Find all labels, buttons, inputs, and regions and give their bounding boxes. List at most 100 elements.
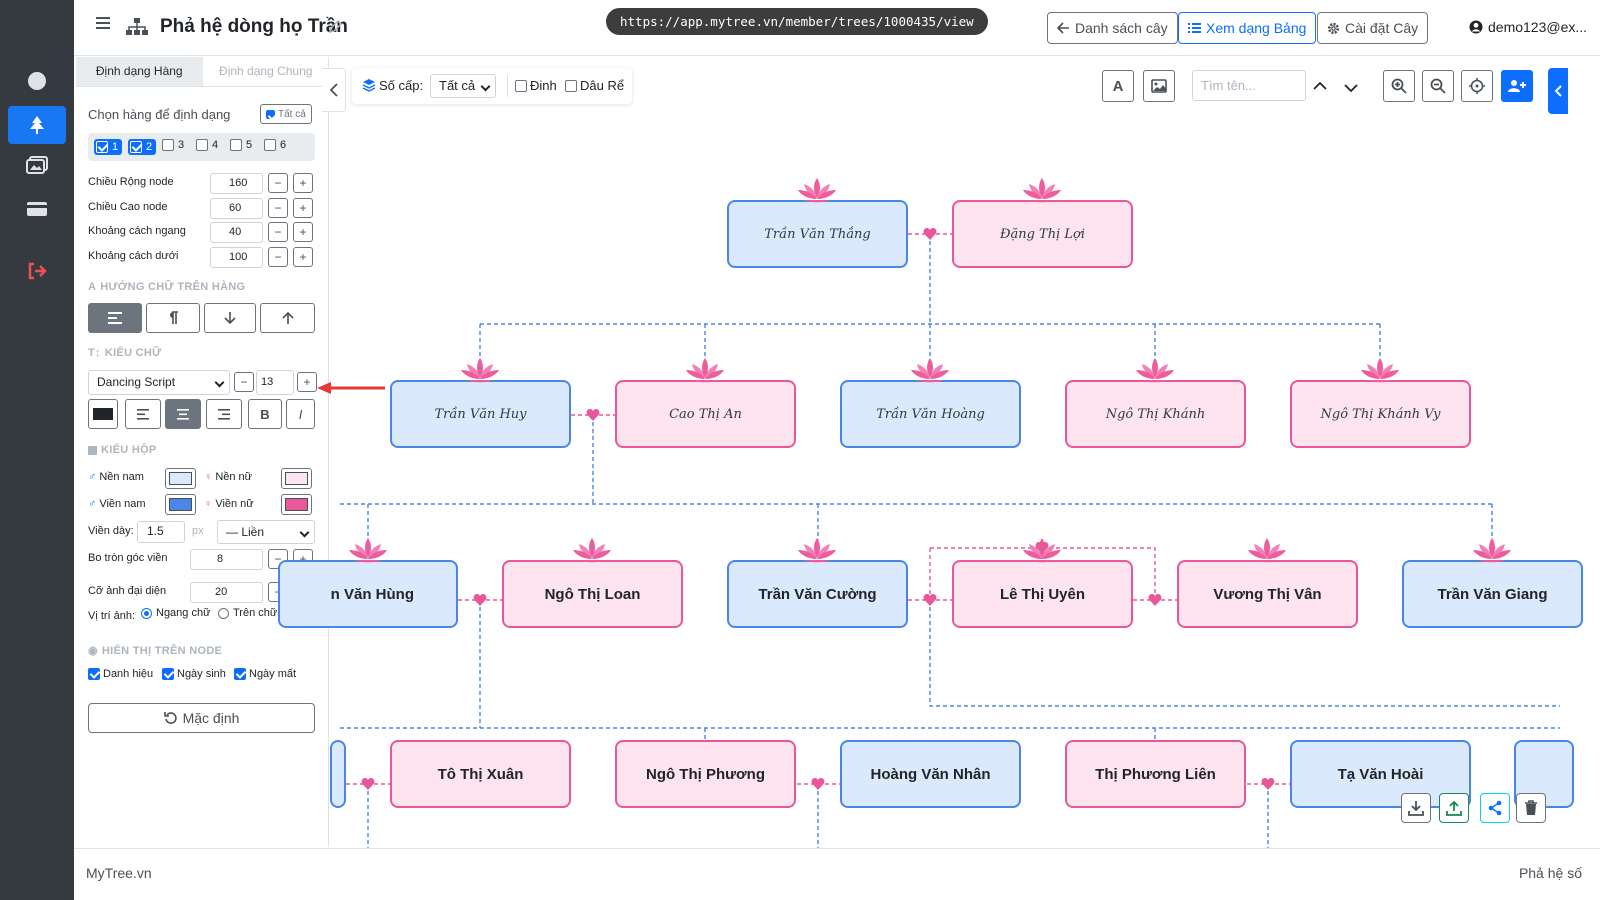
upload-button[interactable] bbox=[1439, 793, 1469, 823]
person-node[interactable]: Ngô Thị Phương bbox=[615, 740, 796, 808]
font-size-plus[interactable]: + bbox=[297, 372, 317, 392]
collapse-panel-button[interactable] bbox=[322, 68, 346, 112]
h-gap-input[interactable]: 40 bbox=[210, 222, 263, 243]
border-style-select[interactable]: — Liền bbox=[217, 520, 315, 544]
table-view-button[interactable]: Xem dạng Bảng bbox=[1178, 12, 1317, 44]
tree-list-button[interactable]: Danh sách cây bbox=[1047, 12, 1178, 44]
person-node[interactable]: Tô Thị Xuân bbox=[390, 740, 571, 808]
download-button[interactable] bbox=[1401, 793, 1431, 823]
level-4-checkbox[interactable]: 4 bbox=[196, 139, 218, 151]
pin-checkbox[interactable]: Đinh bbox=[515, 78, 557, 93]
person-node[interactable]: Cao Thị An bbox=[615, 380, 796, 448]
bold-button[interactable]: B bbox=[248, 399, 282, 429]
male-border-swatch[interactable] bbox=[165, 494, 196, 515]
female-border-swatch[interactable] bbox=[281, 494, 312, 515]
show-death-checkbox[interactable]: Ngày mất bbox=[234, 668, 296, 680]
border-width-input[interactable]: 1.5 bbox=[137, 521, 185, 543]
align-left-button[interactable] bbox=[125, 399, 161, 429]
image-toggle-button[interactable] bbox=[1143, 70, 1175, 102]
right-panel-toggle[interactable] bbox=[1548, 68, 1568, 114]
inlaw-checkbox[interactable]: Dâu Rể bbox=[565, 78, 624, 93]
v-gap-plus[interactable]: + bbox=[293, 247, 313, 267]
person-node[interactable]: Hoàng Văn Nhân bbox=[840, 740, 1021, 808]
node-width-label: Chiều Rộng node bbox=[88, 176, 174, 188]
italic-button[interactable]: I bbox=[286, 399, 315, 429]
node-width-minus[interactable]: − bbox=[268, 173, 288, 193]
align-right-button[interactable] bbox=[206, 399, 242, 429]
person-node[interactable]: Trần Văn Hoàng bbox=[840, 380, 1021, 448]
v-gap-minus[interactable]: − bbox=[268, 247, 288, 267]
tree-settings-button[interactable]: Cài đặt Cây bbox=[1317, 12, 1429, 44]
zoom-out-button[interactable] bbox=[1422, 70, 1454, 102]
image-pos-above-radio[interactable]: Trên chữ bbox=[218, 607, 277, 619]
select-all-button[interactable]: Tất cả bbox=[260, 104, 312, 124]
person-node[interactable]: Trần Văn Giang bbox=[1402, 560, 1583, 628]
node-height-plus[interactable]: + bbox=[293, 198, 313, 218]
card-icon[interactable] bbox=[8, 190, 66, 228]
zoom-in-button[interactable] bbox=[1383, 70, 1415, 102]
person-node[interactable]: Lê Thị Uyên bbox=[952, 560, 1133, 628]
show-title-checkbox[interactable]: Danh hiệu bbox=[88, 668, 153, 680]
delete-button[interactable] bbox=[1516, 793, 1546, 823]
heart-icon bbox=[586, 408, 600, 422]
edit-title-icon[interactable] bbox=[328, 19, 343, 39]
female-bg-swatch[interactable] bbox=[281, 468, 312, 489]
circle-icon[interactable] bbox=[8, 62, 66, 100]
person-node[interactable]: Ngô Thị Khánh bbox=[1065, 380, 1246, 448]
node-height-input[interactable]: 60 bbox=[210, 198, 263, 219]
person-node[interactable]: Đặng Thị Lợi bbox=[952, 200, 1133, 268]
tab-general-format[interactable]: Định dạng Chung bbox=[202, 57, 329, 87]
male-bg-swatch[interactable] bbox=[165, 468, 196, 489]
v-gap-input[interactable]: 100 bbox=[210, 247, 263, 268]
tab-row-format[interactable]: Định dạng Hàng bbox=[76, 57, 203, 87]
align-right-icon bbox=[218, 408, 230, 420]
center-view-button[interactable] bbox=[1461, 70, 1493, 102]
person-node[interactable]: Trần Văn Huy bbox=[390, 380, 571, 448]
image-pos-inline-radio[interactable]: Ngang chữ bbox=[141, 607, 210, 619]
person-node[interactable]: Trần Văn Thắng bbox=[727, 200, 908, 268]
dir-up-button[interactable] bbox=[260, 303, 315, 333]
reset-default-button[interactable]: Mặc định bbox=[88, 703, 315, 733]
font-size-minus[interactable]: − bbox=[234, 372, 254, 392]
user-circle-icon bbox=[1469, 20, 1483, 34]
node-width-input[interactable]: 160 bbox=[210, 173, 263, 194]
level-3-checkbox[interactable]: 3 bbox=[162, 139, 184, 151]
dir-down-button[interactable] bbox=[204, 303, 256, 333]
node-width-plus[interactable]: + bbox=[293, 173, 313, 193]
add-member-button[interactable] bbox=[1501, 70, 1533, 102]
font-toggle-button[interactable]: A bbox=[1102, 70, 1134, 102]
person-node[interactable]: Trần Văn Cường bbox=[727, 560, 908, 628]
radius-input[interactable]: 8 bbox=[190, 549, 263, 570]
node-height-minus[interactable]: − bbox=[268, 198, 288, 218]
logout-icon[interactable] bbox=[8, 252, 66, 290]
text-color-button[interactable] bbox=[88, 399, 118, 429]
gallery-icon[interactable] bbox=[8, 146, 66, 184]
next-result-button[interactable] bbox=[1344, 80, 1358, 98]
menu-icon[interactable] bbox=[96, 16, 116, 36]
show-birth-checkbox[interactable]: Ngày sinh bbox=[162, 668, 226, 680]
person-node-partial[interactable] bbox=[330, 740, 346, 808]
h-gap-plus[interactable]: + bbox=[293, 222, 313, 242]
dir-paragraph-button[interactable] bbox=[146, 303, 200, 333]
name-search-input[interactable]: Tìm tên... bbox=[1192, 70, 1306, 101]
level-2-checkbox[interactable]: 2 bbox=[128, 139, 157, 155]
tree-icon[interactable] bbox=[8, 106, 66, 144]
person-node[interactable]: Ngô Thị Loan bbox=[502, 560, 683, 628]
level-5-checkbox[interactable]: 5 bbox=[230, 139, 252, 151]
user-menu[interactable]: demo123@ex... bbox=[1469, 19, 1587, 35]
font-size-input[interactable]: 13 bbox=[256, 370, 294, 395]
font-family-select[interactable]: Dancing Script bbox=[88, 370, 230, 395]
person-node[interactable]: Vương Thị Vân bbox=[1177, 560, 1358, 628]
levels-select[interactable]: Tất cả bbox=[430, 74, 496, 98]
share-button[interactable] bbox=[1480, 793, 1510, 823]
person-node[interactable]: n Văn Hùng bbox=[278, 560, 458, 628]
level-6-checkbox[interactable]: 6 bbox=[264, 139, 286, 151]
person-node[interactable]: Ngô Thị Khánh Vy bbox=[1290, 380, 1471, 448]
avatar-size-input[interactable]: 20 bbox=[190, 582, 263, 603]
prev-result-button[interactable] bbox=[1313, 78, 1327, 96]
dir-horizontal-button[interactable] bbox=[88, 303, 142, 333]
level-1-checkbox[interactable]: 1 bbox=[94, 139, 123, 155]
align-center-button[interactable] bbox=[165, 399, 201, 429]
h-gap-minus[interactable]: − bbox=[268, 222, 288, 242]
person-node[interactable]: Thị Phương Liên bbox=[1065, 740, 1246, 808]
